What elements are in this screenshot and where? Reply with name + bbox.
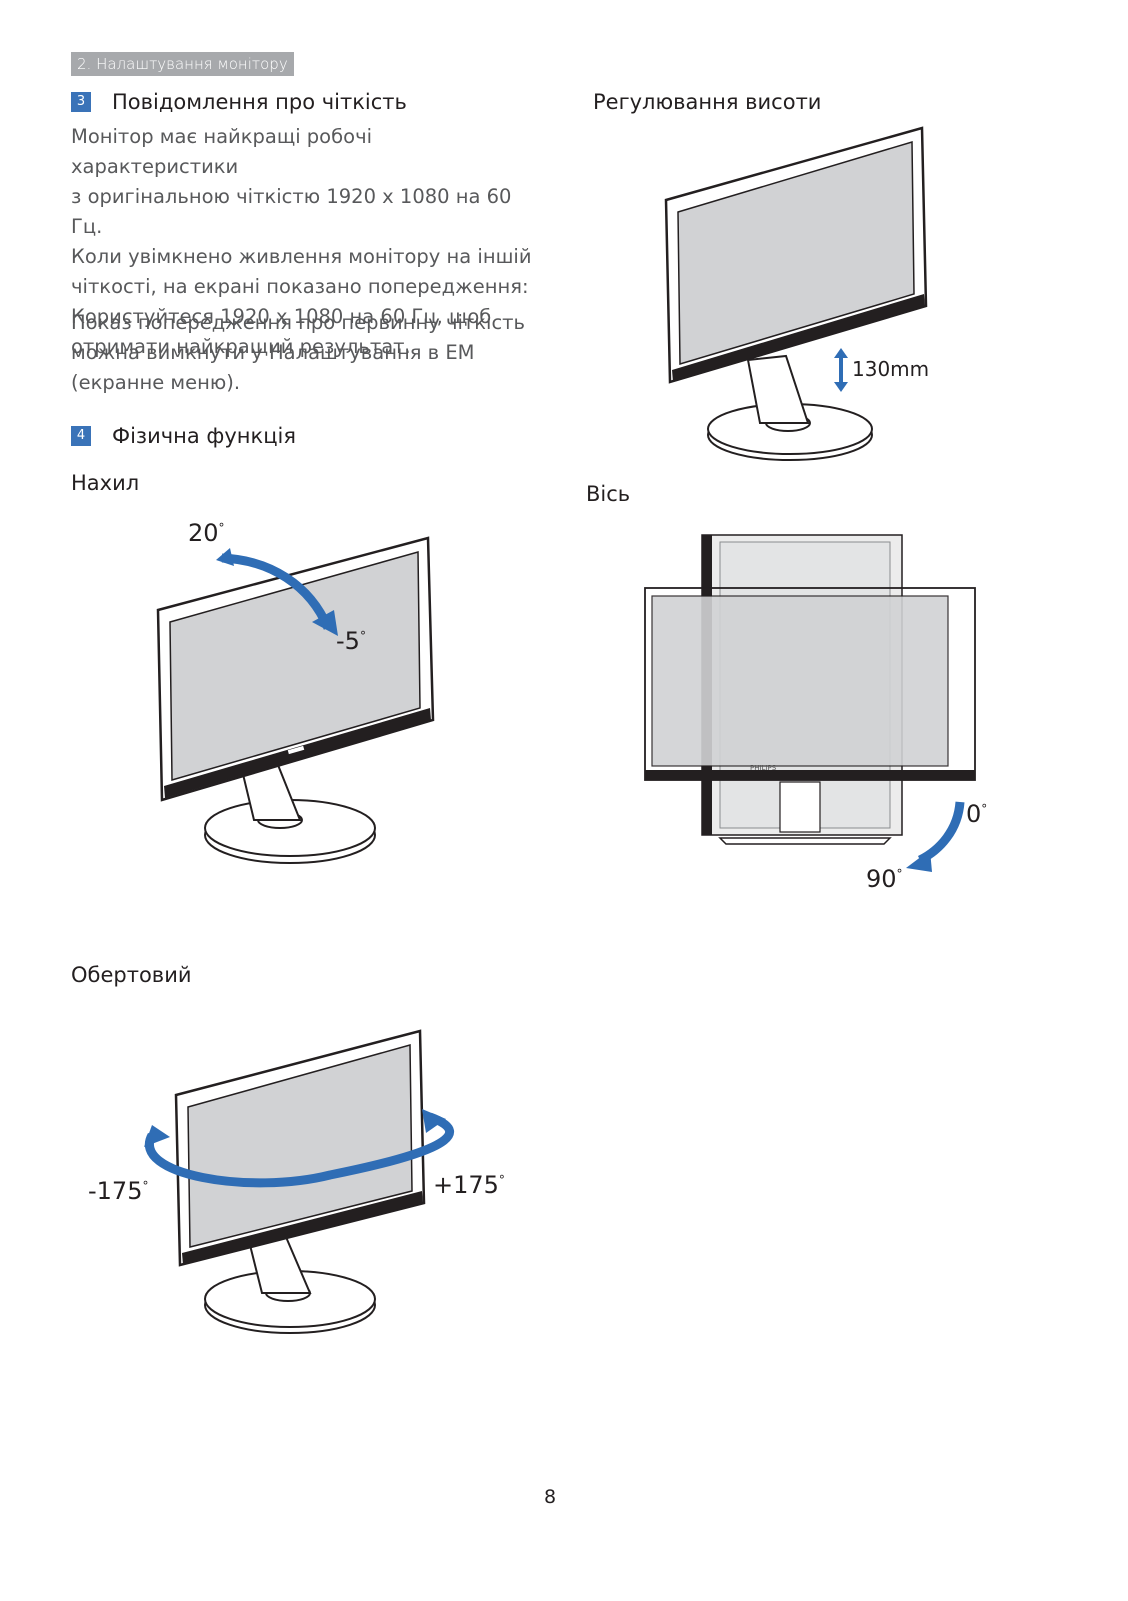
- pivot-angle-start-value: 0: [966, 800, 982, 828]
- height-illustration: [664, 126, 928, 461]
- pivot-title: Вісь: [586, 482, 631, 506]
- text-line: Показ попередження про первинну чіткість: [71, 311, 526, 334]
- resolution-paragraph-1: Монітор має найкращі робочі характеристи…: [71, 122, 541, 362]
- tilt-title: Нахил: [71, 471, 140, 495]
- pivot-angle-end-label: 90°: [866, 865, 903, 893]
- tilt-angle-down-label: -5°: [336, 627, 366, 655]
- section-number-badge: 4: [71, 426, 91, 446]
- swivel-angle-left-label: -175°: [88, 1177, 149, 1205]
- text-line: Коли увімкнено живлення монітору на інші…: [71, 245, 532, 268]
- pivot-illustration: [644, 534, 976, 872]
- height-title: Регулювання висоти: [593, 90, 822, 114]
- tilt-illustration: [156, 536, 435, 864]
- text-line: можна вимкнути у Налаштування в ЕМ: [71, 341, 475, 364]
- text-line: Монітор має найкращі робочі характеристи…: [71, 125, 373, 178]
- brand-label: PHILIPS: [750, 764, 777, 772]
- text-line: (екранне меню).: [71, 371, 241, 394]
- text-line: з оригінальною чіткістю 1920 x 1080 на 6…: [71, 185, 512, 238]
- tilt-angle-up-value: 20: [188, 519, 219, 547]
- tilt-angle-up-label: 20°: [188, 519, 225, 547]
- resolution-paragraph-2: Показ попередження про первинну чіткість…: [71, 308, 541, 398]
- tilt-angle-down-value: -5: [336, 627, 360, 655]
- swivel-angle-left-value: -175: [88, 1177, 143, 1205]
- pivot-angle-start-label: 0°: [966, 800, 988, 828]
- swivel-angle-right-label: +175°: [433, 1171, 505, 1199]
- section-title-physical: Фізична функція: [112, 424, 296, 448]
- text-line: чіткості, на екрані показано попередженн…: [71, 275, 529, 298]
- swivel-title: Обертовий: [71, 963, 192, 987]
- chapter-header: 2. Налаштування монітору: [71, 52, 294, 76]
- page-number: 8: [544, 1486, 557, 1508]
- text-line: Користуйтеся 1920 x 1080 на 60 Гц, щоб: [71, 305, 492, 328]
- section-number-badge: 3: [71, 92, 91, 112]
- pivot-angle-end-value: 90: [866, 865, 897, 893]
- section-title-resolution: Повідомлення про чіткість: [112, 90, 407, 114]
- text-line: отримати найкращий результат.: [71, 335, 411, 358]
- swivel-angle-right-value: +175: [433, 1171, 499, 1199]
- height-range-label: 130mm: [852, 357, 930, 381]
- swivel-illustration: [144, 1029, 454, 1334]
